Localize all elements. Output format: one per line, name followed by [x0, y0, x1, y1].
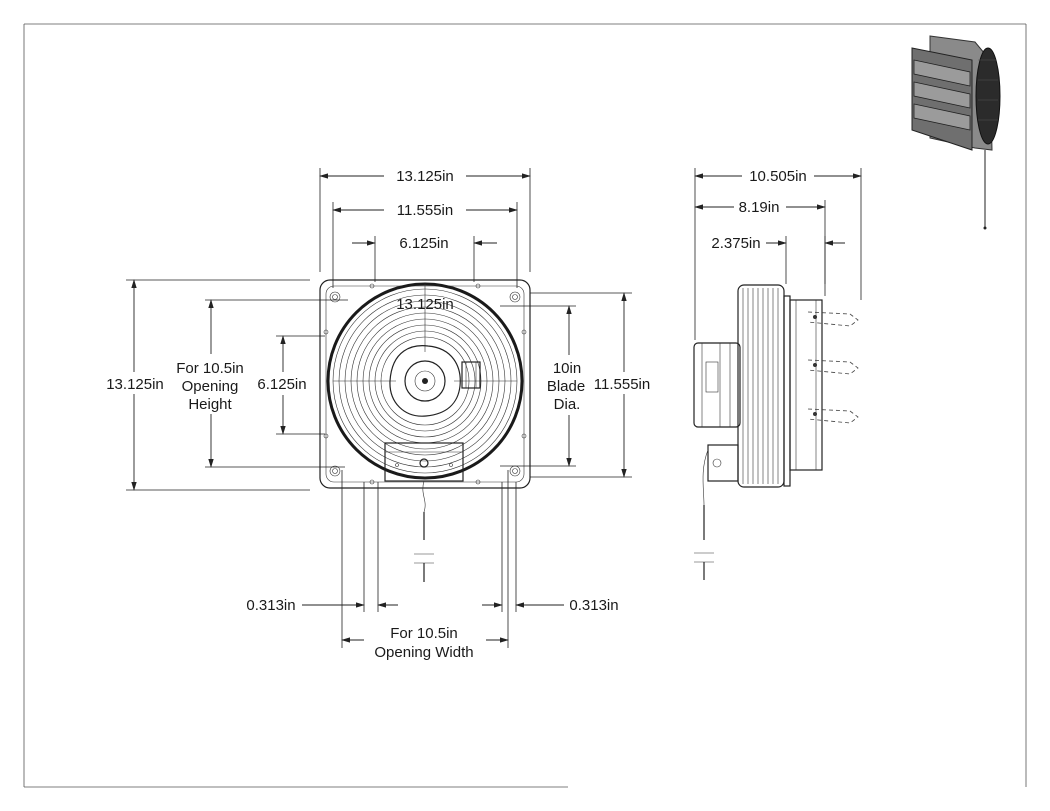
opening-width-line-2: Opening Width: [374, 644, 473, 661]
dim-overall-width: 13.125in: [319, 168, 531, 272]
overall-width-label: 13.125in: [396, 168, 454, 185]
shutter-louvres: [807, 311, 859, 424]
blade-line-2: Blade: [547, 378, 585, 395]
guard-width-label: 11.555in: [397, 202, 453, 219]
side-junction-box: [707, 444, 739, 482]
shutter-frame: [789, 299, 823, 471]
wire-guard: [332, 284, 518, 474]
dim-opening-height: For 10.5in Opening Height: [176, 299, 348, 468]
dim-guard-width: 11.555in: [332, 202, 518, 288]
overall-depth-label: 10.505in: [749, 168, 807, 185]
mounting-plate: [783, 295, 791, 487]
isometric-thumbnail: [911, 35, 1001, 230]
opening-width-line-1: For 10.5in: [390, 625, 458, 642]
bracket-spacing-top-label: 6.125in: [399, 235, 448, 252]
dim-left-inset: 0.313in: [246, 482, 398, 614]
overall-height-label: 13.125in: [106, 376, 164, 393]
right-inset-label: 0.313in: [569, 597, 618, 614]
dim-blade-diameter: 10in Blade Dia.: [500, 305, 585, 467]
dim-opening-width: For 10.5in Opening Width: [341, 470, 509, 661]
opening-height-line-3: Height: [188, 396, 232, 413]
dim-right-inset: 0.313in: [482, 482, 619, 614]
shroud-ribs: [742, 288, 779, 484]
blade-line-3: Dia.: [554, 396, 581, 413]
depth-to-shutter-label: 8.19in: [739, 199, 780, 216]
motor-depth-label: 2.375in: [711, 235, 760, 252]
blade-line-1: 10in: [553, 360, 581, 377]
sheet-frame: [23, 23, 1027, 788]
motor-body: [693, 342, 741, 428]
dim-overall-height: 13.125in: [106, 279, 310, 491]
guard-height-label: 11.555in: [594, 376, 650, 393]
opening-height-line-1: For 10.5in: [176, 360, 244, 377]
overlap-label: 13.125in: [396, 296, 454, 313]
junction-box: [384, 442, 464, 582]
flange-plate: [319, 279, 531, 489]
left-inset-label: 0.313in: [246, 597, 295, 614]
front-view: 13.125in 11.555in 6.125in 13.125in 13.12…: [106, 168, 650, 661]
dim-guard-height: 11.555in: [530, 292, 650, 478]
opening-height-line-2: Opening: [182, 378, 239, 395]
motor-capacitor: [461, 361, 481, 389]
dim-bracket-spacing-top: 6.125in: [352, 235, 497, 282]
fan-shroud: [737, 284, 785, 488]
blade-hub: [389, 345, 481, 417]
dim-bracket-spacing-side: 6.125in: [257, 335, 325, 435]
dim-motor-depth: 2.375in: [711, 235, 845, 284]
mounting-holes: [323, 283, 527, 485]
side-view: 10.505in 8.19in 2.375in: [693, 168, 862, 580]
dim-overall-depth: 10.505in: [694, 168, 862, 340]
bracket-spacing-side-label: 6.125in: [257, 376, 306, 393]
